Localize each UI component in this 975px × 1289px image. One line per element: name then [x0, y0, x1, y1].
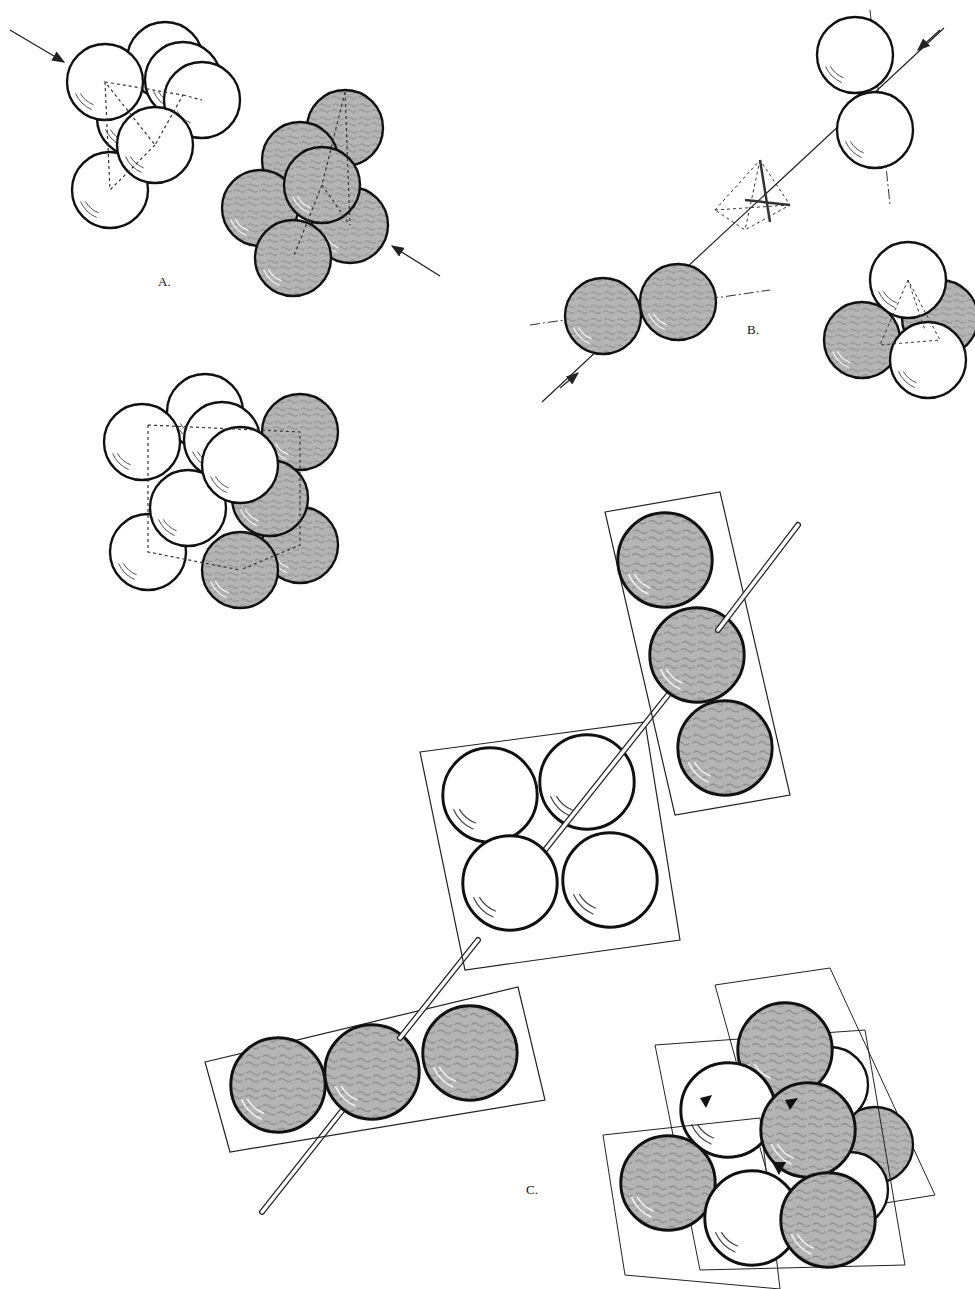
- dashed-cube: [148, 425, 300, 570]
- tetrahedron: [715, 160, 790, 230]
- layer-frame: [205, 987, 545, 1152]
- arrow: [392, 246, 440, 276]
- rod: [400, 940, 478, 1038]
- layer-frame: [605, 492, 790, 815]
- sphere: [563, 833, 657, 927]
- sphere: [837, 92, 913, 168]
- sphere: [890, 322, 966, 398]
- arrow: [918, 30, 940, 50]
- axis-line: [542, 28, 944, 402]
- arrow: [10, 30, 64, 62]
- panel-label: A.: [158, 274, 171, 290]
- rod: [545, 695, 668, 850]
- sphere: [650, 608, 744, 702]
- sphere: [423, 1006, 517, 1100]
- dashed-edge: [880, 280, 940, 345]
- sphere: [781, 1173, 875, 1267]
- gray-cluster: [222, 90, 388, 296]
- exploded-layers: [205, 492, 798, 1212]
- sphere: [325, 1025, 419, 1119]
- sphere: [565, 278, 641, 354]
- rod: [400, 940, 478, 1038]
- sphere: [463, 836, 557, 930]
- sphere: [640, 264, 716, 340]
- rod: [545, 695, 668, 850]
- panel-label: C.: [526, 1182, 538, 1198]
- assembled-stack: [603, 968, 935, 1289]
- white-cluster: [67, 22, 240, 228]
- panel-label: B.: [747, 322, 759, 338]
- sphere: [824, 302, 900, 378]
- sphere: [443, 748, 537, 842]
- arrow: [560, 373, 578, 388]
- sphere: [678, 701, 772, 795]
- sphere: [104, 404, 180, 480]
- sphere: [618, 513, 712, 607]
- rod: [718, 525, 798, 630]
- combined-cluster: [104, 374, 338, 608]
- dashed-edge: [293, 92, 350, 258]
- sphere: [202, 427, 278, 503]
- sphere: [621, 1136, 715, 1230]
- void: [700, 1095, 798, 1175]
- dashed-edge: [105, 82, 202, 190]
- sphere: [540, 735, 634, 829]
- rod: [718, 525, 798, 630]
- sphere: [231, 1038, 325, 1132]
- sphere: [817, 17, 893, 93]
- tetrahedral-cluster: [824, 242, 975, 398]
